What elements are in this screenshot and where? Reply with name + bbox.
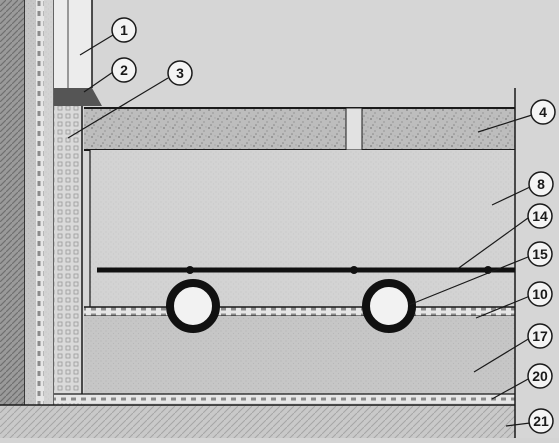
callout-circle <box>111 17 137 43</box>
callout-20: 20 <box>527 363 553 389</box>
callout-4: 4 <box>530 99 556 125</box>
callout-label: 21 <box>533 413 549 429</box>
callout-label: 14 <box>532 208 548 224</box>
callout-circle <box>530 99 556 125</box>
callout-circle <box>527 281 553 307</box>
callout-label: 4 <box>539 104 547 120</box>
bar-clip <box>186 266 194 274</box>
callout-17: 17 <box>527 323 553 349</box>
wall-inner-layer <box>44 0 54 405</box>
lower-membrane <box>54 394 515 403</box>
callout-circle <box>527 241 553 267</box>
callout-circle <box>528 408 554 434</box>
callout-circle <box>111 57 137 83</box>
callout-label: 2 <box>120 62 128 78</box>
callout-circle <box>527 203 553 229</box>
callout-circle <box>167 60 193 86</box>
callout-label: 10 <box>532 286 548 302</box>
callout-label: 8 <box>537 176 545 192</box>
floor-covering <box>84 108 515 150</box>
callout-15: 15 <box>527 241 553 267</box>
callout-label: 20 <box>532 368 548 384</box>
edge-insulation-strip <box>54 106 82 405</box>
base-slab <box>0 405 515 438</box>
callout-circle <box>528 171 554 197</box>
heating-pipe <box>362 279 416 333</box>
wall-plaster <box>54 0 92 88</box>
wall-masonry <box>0 0 25 405</box>
callout-circle <box>527 323 553 349</box>
callout-14: 14 <box>527 203 553 229</box>
insulation-layer <box>84 316 515 394</box>
separating-membrane <box>84 307 515 316</box>
tile-joint <box>345 107 363 151</box>
callout-circle <box>527 363 553 389</box>
callout-8: 8 <box>528 171 554 197</box>
bar-clip <box>350 266 358 274</box>
heating-pipe <box>166 279 220 333</box>
callout-1: 1 <box>111 17 137 43</box>
heating-screed <box>90 150 515 307</box>
callout-3: 3 <box>167 60 193 86</box>
wall-membrane <box>36 0 44 405</box>
leader-lines <box>67 34 533 427</box>
callout-label: 15 <box>532 246 548 262</box>
skirting-joint <box>54 88 102 106</box>
callout-label: 1 <box>120 22 128 38</box>
callout-markers: 1 2 3 4 8 14 15 10 17 20 21 <box>111 17 556 434</box>
callout-10: 10 <box>527 281 553 307</box>
callout-2: 2 <box>111 57 137 83</box>
callout-21: 21 <box>528 408 554 434</box>
callout-label: 3 <box>176 65 184 81</box>
wall-render <box>25 0 36 405</box>
callout-label: 17 <box>532 328 548 344</box>
